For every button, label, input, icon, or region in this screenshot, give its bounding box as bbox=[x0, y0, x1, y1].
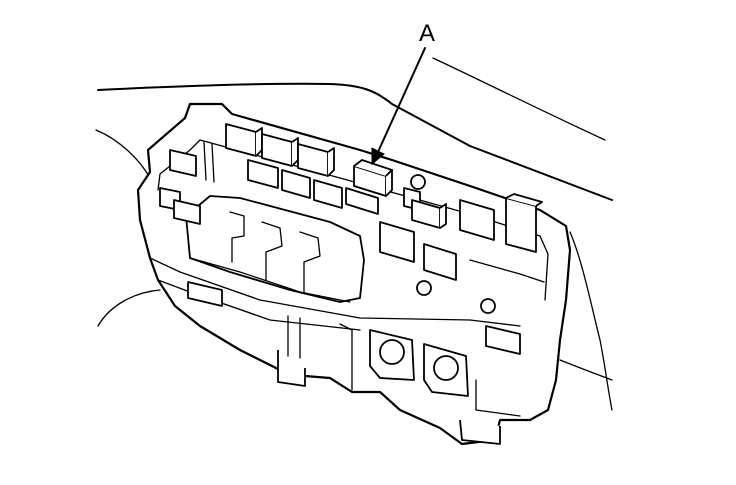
callout-label-a: A bbox=[419, 20, 436, 47]
center-cover bbox=[185, 195, 365, 303]
relay-row bbox=[225, 123, 343, 209]
right-components bbox=[379, 174, 545, 355]
front-details bbox=[287, 315, 521, 417]
terminal-posts bbox=[369, 329, 469, 397]
callout-arrowhead bbox=[371, 147, 385, 166]
left-fuses bbox=[159, 141, 223, 307]
callout-leader bbox=[371, 47, 426, 166]
vehicle-body-lines bbox=[95, 57, 613, 411]
relay-a bbox=[345, 159, 393, 215]
